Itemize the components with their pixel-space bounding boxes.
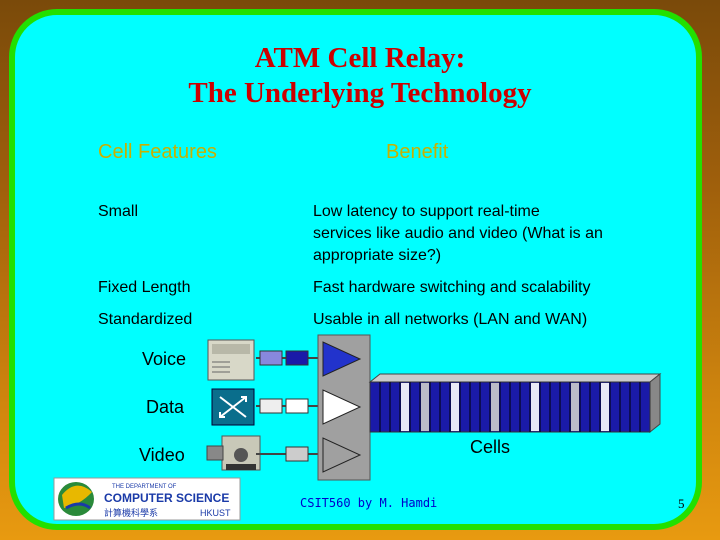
logo-line1: THE DEPARTMENT OF: [112, 484, 177, 490]
feature-fixed-length: Fixed Length: [98, 279, 191, 296]
slide-title-line2: The Underlying Technology: [188, 77, 532, 109]
data-switch-icon: [211, 388, 255, 426]
col-header-benefit: Benefit: [386, 141, 449, 163]
telephone-icon: [207, 339, 255, 381]
benefit-small-line2: services like audio and video (What is a…: [313, 225, 603, 242]
video-camera-icon: [206, 435, 261, 471]
page-number: 5: [678, 496, 685, 511]
feature-small: Small: [98, 203, 139, 220]
benefit-fixed-length: Fast hardware switching and scalability: [313, 279, 591, 296]
benefit-small-line3: appropriate size?): [313, 247, 442, 264]
feature-standardized: Standardized: [98, 311, 193, 328]
benefit-standardized: Usable in all networks (LAN and WAN): [313, 311, 588, 328]
cells-label: Cells: [470, 437, 511, 457]
input-label-video: Video: [139, 445, 185, 465]
course-footer: CSIT560 by M. Hamdi: [300, 496, 438, 510]
col-header-features: Cell Features: [98, 141, 217, 163]
voice-cell-line: [256, 350, 322, 366]
hkust-cs-logo: THE DEPARTMENT OF COMPUTER SCIENCE 計算機科學…: [53, 477, 241, 521]
video-cell-line: [256, 446, 322, 462]
data-cell-line: [256, 398, 322, 414]
input-label-voice: Voice: [142, 349, 187, 369]
benefit-small-line1: Low latency to support real-time: [313, 203, 540, 220]
input-label-data: Data: [146, 397, 185, 417]
logo-line2: COMPUTER SCIENCE: [104, 491, 229, 505]
slide-title-line1: ATM Cell Relay:: [254, 42, 466, 74]
logo-line3: 計算機科學系: [104, 507, 158, 519]
logo-line4: HKUST: [200, 508, 231, 518]
multiplexer-box: [317, 334, 371, 481]
cell-stream: [368, 372, 662, 434]
